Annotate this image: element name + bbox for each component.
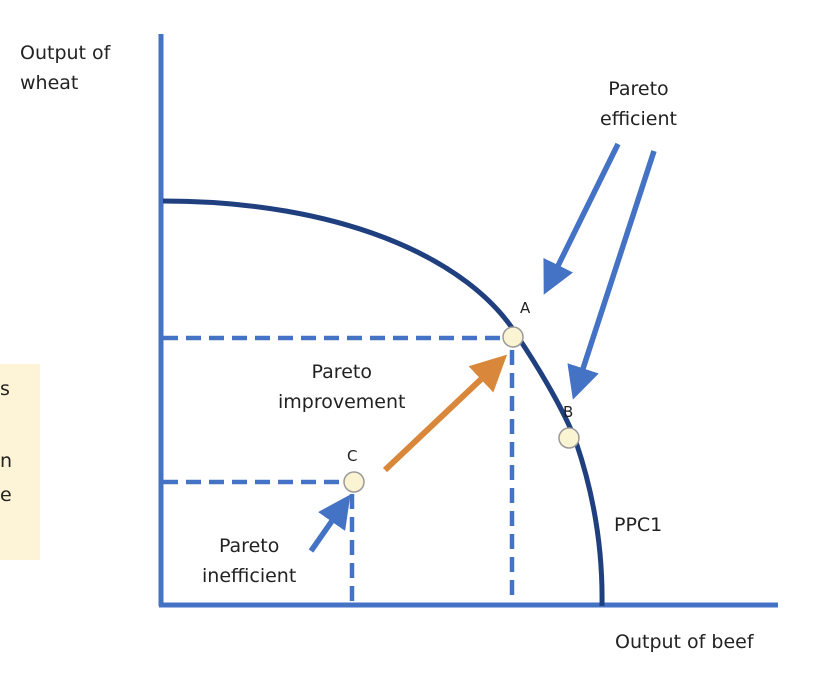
ppc-curve-label: PPC1 [614,514,663,536]
y-axis-label: Output of wheat [20,42,111,94]
point-b-label: B [563,403,573,421]
point-b [558,427,580,449]
point-c [343,471,365,493]
ppc-curve [162,198,605,607]
arrow-improvement [382,354,508,473]
side-panel-char: e [0,484,12,506]
pareto-inefficient-label: Pareto inefficient [202,535,297,587]
arrow-efficient-to-a [543,142,621,295]
arrow-efficient-to-b [567,150,657,400]
x-axis-label: Output of beef [615,631,754,653]
pareto-improvement-label: Pareto improvement [278,361,406,413]
pareto-efficient-label: Pareto efficient [600,78,677,130]
side-panel-char: n [0,450,13,472]
side-panel-char: s [0,378,10,400]
arrow-inefficient-to-c [308,494,351,553]
side-panel: s n e [0,364,40,560]
point-c-label: C [347,447,357,465]
point-a [502,326,524,348]
point-a-label: A [520,299,531,317]
